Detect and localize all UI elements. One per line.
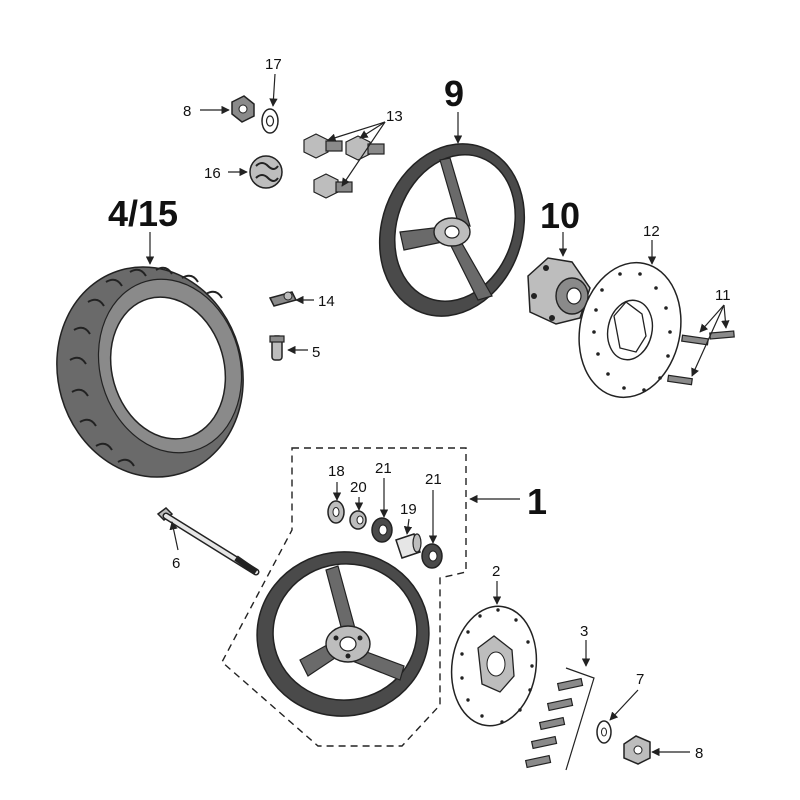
rim-9-part xyxy=(378,143,526,317)
label-21-right: 21 xyxy=(425,471,442,488)
brake-disc-2-part xyxy=(450,605,538,727)
label-7: 7 xyxy=(636,671,644,688)
label-12: 12 xyxy=(643,223,660,240)
label-2: 2 xyxy=(492,563,500,580)
label-8-top: 8 xyxy=(183,103,191,120)
label-8-bottom: 8 xyxy=(695,745,703,762)
label-17: 17 xyxy=(265,56,282,73)
clip-16-part xyxy=(249,155,283,189)
label-13: 13 xyxy=(386,108,403,125)
washer-7-part xyxy=(596,720,612,744)
assembly-1-dashed-outline xyxy=(221,447,467,747)
bolts-13-part xyxy=(303,133,385,199)
label-11: 11 xyxy=(715,287,731,304)
brake-disc-12-part xyxy=(578,261,682,399)
front-wheel-part xyxy=(256,551,430,717)
valve-5-part xyxy=(269,335,285,361)
bolts-3-part xyxy=(524,677,584,769)
washer-17-part xyxy=(261,108,279,134)
label-16: 16 xyxy=(204,165,221,182)
hub-10-part xyxy=(527,257,591,325)
label-1: 1 xyxy=(527,481,547,522)
label-9: 9 xyxy=(444,73,464,114)
seal-18-part xyxy=(327,500,345,524)
label-6: 6 xyxy=(172,555,180,572)
bearing-21-left-part xyxy=(371,517,393,543)
label-20: 20 xyxy=(350,479,367,496)
label-21-left: 21 xyxy=(375,460,392,477)
nut-8-top-part xyxy=(231,95,255,123)
bearing-21-right-part xyxy=(421,543,443,569)
label-14: 14 xyxy=(318,293,335,310)
spacer-19-part xyxy=(395,533,422,559)
spacer-20-part xyxy=(349,510,367,530)
leader-lines xyxy=(145,73,730,757)
label-10: 10 xyxy=(540,195,580,236)
label-3: 3 xyxy=(580,623,588,640)
label-5: 5 xyxy=(312,344,320,361)
nut-8-bottom-part xyxy=(623,735,651,765)
axle-6-part xyxy=(156,507,260,576)
label-18: 18 xyxy=(328,463,345,480)
tire-part xyxy=(56,266,244,478)
label-4-15: 4/15 xyxy=(108,193,178,234)
label-19: 19 xyxy=(400,501,417,518)
valve-14-part xyxy=(268,291,298,307)
bolts-3-bracket xyxy=(565,667,595,771)
